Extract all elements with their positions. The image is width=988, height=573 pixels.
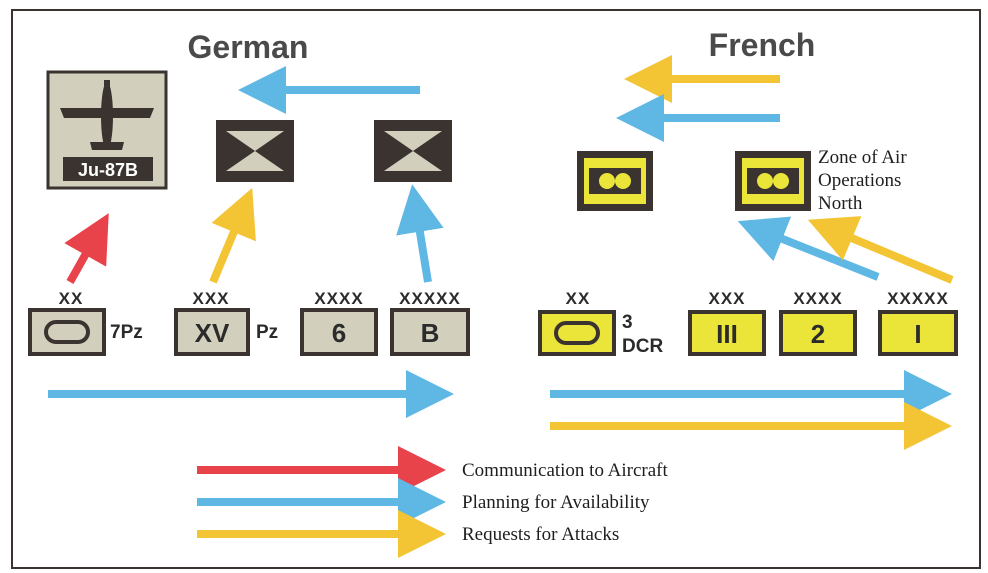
german-unit-6: XXXX 6	[300, 289, 378, 356]
echelon-label: XXX	[192, 289, 229, 308]
echelon-label: XXXXX	[887, 289, 949, 308]
echelon-label: XXXX	[314, 289, 363, 308]
unit-side-label-top: 3	[622, 312, 633, 333]
legend-label-yellow: Requests for Attacks	[462, 524, 619, 545]
german-header: German	[188, 29, 309, 65]
echelon-label: XXX	[708, 289, 745, 308]
french-air-unit-1	[577, 151, 653, 211]
french-unit-i: XXXXX I	[878, 289, 958, 356]
german-hq-1	[216, 120, 294, 182]
aircraft-unit: Ju-87B	[46, 70, 168, 190]
diagram-frame	[11, 9, 981, 569]
arrow-blue-b-to-hq	[396, 184, 444, 283]
unit-side-label: Pz	[256, 322, 278, 343]
unit-designation: III	[716, 319, 738, 349]
german-unit-xv: XXX XV Pz	[174, 289, 278, 356]
french-unit-2: XXXX 2	[779, 289, 857, 356]
armor-symbol	[44, 320, 90, 344]
unit-side-label-bottom: DCR	[622, 336, 663, 357]
zone-label-line-1: Zone of Air	[818, 147, 907, 168]
echelon-label: XXXX	[793, 289, 842, 308]
unit-designation: B	[421, 318, 440, 348]
german-unit-b: XXXXX B	[390, 289, 470, 356]
french-air-unit-2	[735, 151, 811, 211]
legend-label-red: Communication to Aircraft	[462, 460, 669, 481]
german-unit-7pz: XX 7Pz	[28, 289, 143, 356]
unit-side-label: 7Pz	[110, 322, 143, 343]
aircraft-label: Ju-87B	[78, 160, 138, 180]
echelon-label: XXXXX	[399, 289, 461, 308]
echelon-label: XX	[59, 289, 84, 308]
zone-label-line-3: North	[818, 193, 863, 214]
arrow-red-7pz-to-aircraft	[64, 213, 109, 284]
arrow-yellow-french-diagonal	[807, 216, 954, 284]
french-unit-iii: XXX III	[688, 289, 766, 356]
unit-designation: XV	[195, 318, 230, 348]
french-header: French	[709, 27, 816, 63]
armor-symbol	[554, 321, 600, 345]
echelon-label: XX	[566, 289, 591, 308]
legend-label-blue: Planning for Availability	[462, 492, 650, 513]
unit-designation: 6	[332, 318, 346, 348]
unit-designation: 2	[811, 319, 825, 349]
french-unit-3dcr: XX 3 DCR	[538, 289, 663, 357]
unit-designation: I	[914, 319, 921, 349]
legend: Communication to Aircraft Planning for A…	[197, 446, 669, 558]
zone-label-line-2: Operations	[818, 170, 901, 191]
arrow-yellow-xv-to-hq	[209, 187, 256, 284]
german-hq-2	[374, 120, 452, 182]
aircraft-icon	[60, 80, 154, 150]
